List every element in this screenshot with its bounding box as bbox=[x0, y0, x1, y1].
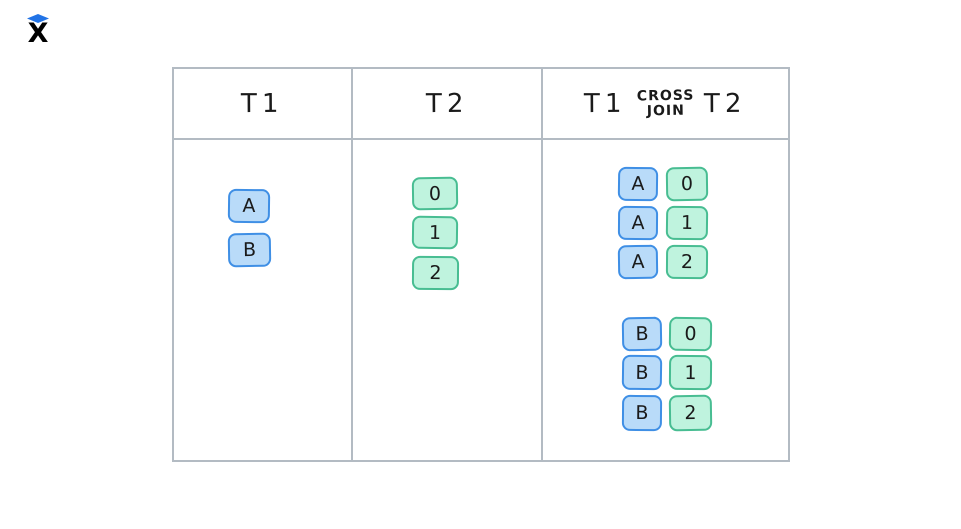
cross-header-keyword: CROSS JOIN bbox=[636, 87, 695, 119]
header-label-t1: T1 bbox=[241, 88, 284, 119]
header-cell-cross-join: T1 CROSS JOIN T2 bbox=[543, 69, 788, 140]
cross-row-b1-left: B bbox=[621, 354, 663, 391]
cross-row-b0-right: 0 bbox=[668, 316, 713, 352]
logo-letter: X bbox=[27, 18, 49, 49]
cross-row-b0-left: B bbox=[621, 316, 663, 352]
cross-row-b1-right: 1 bbox=[668, 354, 713, 391]
logo-diamond-icon bbox=[27, 14, 49, 23]
cross-row-a0-left: A bbox=[617, 166, 659, 202]
t1-cell-b: B bbox=[227, 232, 272, 268]
cross-row-a1-right: 1 bbox=[665, 205, 709, 241]
header-cell-t2: T2 bbox=[353, 69, 543, 140]
cross-header-keyword-top: CROSS bbox=[636, 87, 695, 105]
t2-column-body: 0 1 2 bbox=[353, 140, 543, 460]
header-cell-t1: T1 bbox=[174, 69, 353, 140]
header-label-t2: T2 bbox=[425, 88, 469, 119]
cross-row-a1-left: A bbox=[617, 205, 659, 241]
t2-cell-2: 2 bbox=[411, 255, 460, 291]
cross-row-a2-left: A bbox=[617, 244, 659, 280]
cross-row-b2-left: B bbox=[621, 394, 663, 432]
cross-row-a2-right: 2 bbox=[665, 244, 709, 280]
cross-join-table: T1 T2 T1 CROSS JOIN T2 A B 0 1 2 A bbox=[172, 67, 790, 462]
t2-cell-1: 1 bbox=[411, 215, 459, 250]
cross-join-column-body: A 0 A 1 A 2 B 0 B 1 B 2 bbox=[543, 140, 788, 460]
cross-row-b2-right: 2 bbox=[668, 394, 713, 432]
t2-cell-0: 0 bbox=[411, 176, 459, 211]
cross-row-a0-right: 0 bbox=[665, 166, 709, 202]
cross-header-keyword-bottom: JOIN bbox=[646, 102, 685, 119]
t1-column-body: A B bbox=[174, 140, 353, 460]
cross-header-t1: T1 bbox=[584, 88, 627, 119]
logo: X bbox=[26, 14, 50, 47]
cross-header-t2: T2 bbox=[704, 88, 747, 119]
t1-cell-a: A bbox=[227, 188, 271, 224]
